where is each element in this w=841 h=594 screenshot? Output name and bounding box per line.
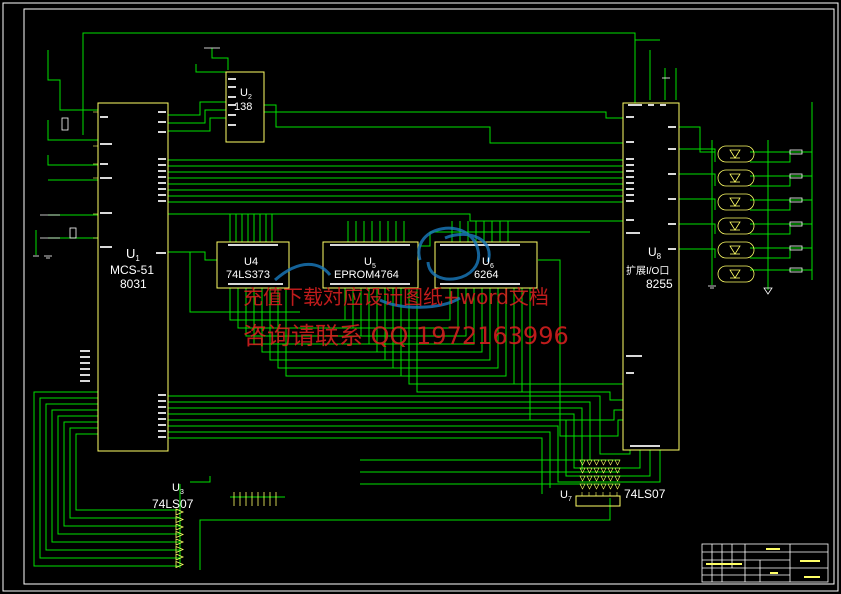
u6-ref: U6 [482, 256, 494, 270]
buffer-gate-icon [593, 475, 600, 482]
buffer-gate-icon [175, 523, 185, 531]
buffer-gate-icon [586, 459, 593, 466]
u7-ref: U7 [560, 489, 572, 503]
buffer-gate-icon [607, 483, 614, 490]
u7-part: 74LS07 [624, 487, 666, 501]
buffer-gate-icon [607, 475, 614, 482]
buffer-gate-icon [586, 483, 593, 490]
buffer-gate-icon [175, 545, 185, 554]
u1-pin-stubs [93, 111, 98, 239]
u5-part: EPROM4764 [334, 269, 399, 281]
u3-part: 74LS07 [152, 497, 194, 511]
u4-part: 74LS373 [226, 269, 270, 281]
u7-buffer-gates [579, 459, 621, 496]
buffer-gate-icon [579, 475, 586, 482]
buffer-gate-icon [175, 508, 185, 516]
buffer-gate-icon [600, 475, 607, 482]
u8-function: 扩展I/O口 [626, 264, 669, 277]
u1-part-model: MCS-51 [110, 263, 154, 277]
chip-labels: U1 MCS-51 8031 U2 138 U4 74LS373 U5 EPRO… [110, 87, 673, 511]
chip-u8-body [622, 102, 680, 451]
u2-ref: U2 [240, 87, 252, 101]
u5-ref: U5 [364, 256, 376, 270]
buffer-gate-icon [579, 483, 586, 490]
u4-ref: U4 [244, 256, 258, 268]
swirl-logo-icon [274, 226, 491, 309]
optocoupler-icon [717, 265, 755, 283]
u2-part: 138 [234, 101, 252, 113]
watermark-line-1: 充值下载対应设计图纸+word文档 [243, 285, 549, 309]
chip-u4-body [216, 241, 290, 289]
u1-ref: U1 [126, 246, 140, 263]
ground-icon [33, 47, 773, 295]
chip-u7-body [575, 495, 621, 507]
watermark-line-2: 咨询请联系 QQ 1972163996 [243, 322, 569, 350]
u3-buffer-gates [175, 492, 277, 569]
buffer-gate-icon [614, 475, 621, 482]
buffer-gate-icon [614, 483, 621, 490]
buffer-gate-icon [607, 467, 614, 474]
optocoupler-icon [717, 145, 755, 163]
buffer-gate-icon [586, 475, 593, 482]
optocoupler-icon [717, 193, 755, 211]
u3-ref: U3 [172, 482, 184, 496]
buffer-gate-icon [175, 530, 185, 539]
pin-marks [80, 78, 676, 447]
u6-part: 6264 [474, 269, 498, 281]
buffer-gate-icon [614, 459, 621, 466]
chip-u1-body [97, 102, 169, 452]
buffer-gate-icon [579, 467, 586, 474]
buffer-gate-icon [175, 553, 185, 561]
wires [33, 32, 813, 570]
buffer-gate-icon [593, 467, 600, 474]
buffer-gate-icon [614, 467, 621, 474]
chip-u5-body [322, 241, 419, 289]
buffer-gate-icon [579, 459, 586, 466]
chips [97, 71, 680, 507]
buffer-gate-icon [586, 467, 593, 474]
buffer-gate-icon [607, 459, 614, 466]
buffer-gate-icon [175, 515, 185, 524]
resistors [789, 149, 803, 273]
buffer-gate-icon [600, 483, 607, 490]
inner-frame [23, 8, 835, 585]
chip-u2-body [225, 71, 265, 143]
crystal-capacitors [40, 117, 77, 239]
optocoupler-icon [717, 169, 755, 187]
watermark: 充值下载対应设计图纸+word文档 咨询请联系 QQ 1972163996 [243, 285, 569, 350]
buffer-gate-icon [600, 459, 607, 466]
led-drivers [717, 145, 755, 283]
buffer-gate-icon [175, 538, 185, 546]
buffer-gate-icon [175, 560, 185, 569]
buffer-gate-icon [600, 467, 607, 474]
title-block-marks [706, 548, 820, 578]
optocoupler-icon [717, 241, 755, 259]
u8-part: 8255 [646, 277, 673, 291]
buffer-gate-icon [593, 483, 600, 490]
optocoupler-icon [717, 217, 755, 235]
buffer-gate-icon [593, 459, 600, 466]
u8-ref: U8 [648, 245, 662, 261]
u1-part-number: 8031 [120, 277, 147, 291]
